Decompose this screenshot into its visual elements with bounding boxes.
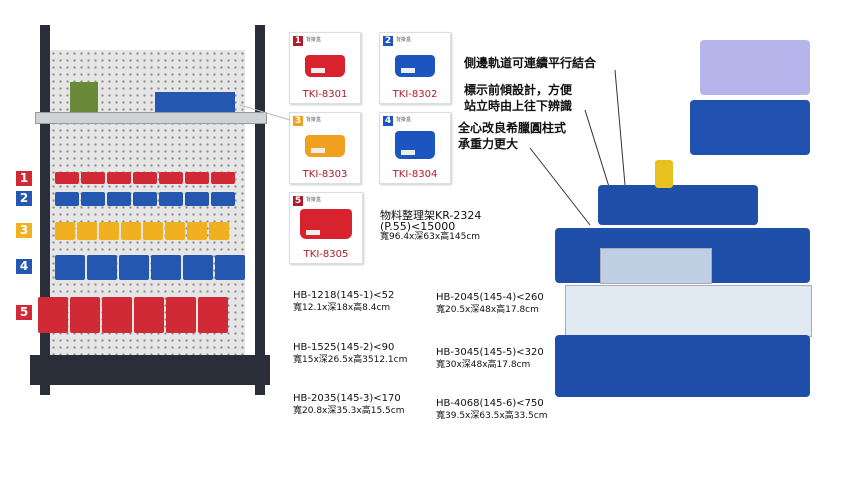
bin-image bbox=[305, 55, 345, 77]
model-size: 寬20.8x深35.3x高15.5cm bbox=[293, 406, 405, 416]
stack-bin-image bbox=[555, 335, 810, 397]
model-size: 寬30x深48x高17.8cm bbox=[436, 360, 531, 370]
bin-image bbox=[395, 55, 435, 77]
model-name: HB-1525(145-2)<90 bbox=[293, 342, 395, 353]
bin-code: TKI-8301 bbox=[302, 89, 348, 100]
callout-line: 標示前傾設計，方便 bbox=[464, 83, 573, 97]
rack-label-2: 2 bbox=[16, 191, 32, 206]
bin-type-label: 背掛盒 bbox=[306, 197, 322, 203]
rack-top-shelf bbox=[35, 112, 267, 124]
model-size: 寬12.1x深18x高8.4cm bbox=[293, 303, 391, 313]
bin-number: 5 bbox=[293, 196, 303, 206]
rack-label-3: 3 bbox=[16, 223, 32, 238]
model-size: 寬15x深26.5x高3512.1cm bbox=[293, 355, 408, 365]
stack-bin-image bbox=[700, 40, 810, 95]
rack-post-left bbox=[40, 25, 50, 395]
bin-card-tki-8305: 5 背掛盒 TKI-8305 bbox=[289, 192, 363, 264]
bin-number: 4 bbox=[383, 116, 393, 126]
bin-code: TKI-8305 bbox=[303, 249, 349, 260]
rack-product-name: 物料整理架KR-2324 bbox=[380, 209, 482, 222]
model-size: 寬20.5x深48x高17.8cm bbox=[436, 305, 539, 315]
bin-number: 1 bbox=[293, 36, 303, 46]
bin-type-label: 背掛盒 bbox=[306, 37, 322, 43]
bin-code: TKI-8302 bbox=[392, 89, 438, 100]
bin-image bbox=[305, 135, 345, 157]
callout-side-rail: 側邊軌道可連續平行結合 bbox=[464, 56, 597, 70]
model-spec: HB-1525(145-2)<90 寬15x深26.5x高3512.1cm bbox=[293, 342, 407, 366]
stack-bin-image bbox=[598, 185, 758, 225]
model-name: HB-2045(145-4)<260 bbox=[436, 292, 544, 303]
bin-image bbox=[395, 131, 435, 159]
bin-number: 3 bbox=[293, 116, 303, 126]
bin-number: 2 bbox=[383, 36, 393, 46]
model-spec: HB-1218(145-1)<52 寬12.1x深18x高8.4cm bbox=[293, 290, 394, 314]
callout-line: 承重力更大 bbox=[458, 137, 519, 151]
bin-type-label: 背掛盒 bbox=[396, 117, 412, 123]
model-spec: HB-2045(145-4)<260 寬20.5x深48x高17.8cm bbox=[436, 292, 544, 316]
bin-card-tki-8302: 2 背掛盒 TKI-8302 bbox=[379, 32, 451, 104]
model-name: HB-1218(145-1)<52 bbox=[293, 290, 395, 301]
model-name: HB-4068(145-6)<750 bbox=[436, 398, 544, 409]
bin-type-label: 背掛盒 bbox=[306, 117, 322, 123]
model-name: HB-2035(145-3)<170 bbox=[293, 393, 401, 404]
bin-card-tki-8304: 4 背掛盒 TKI-8304 bbox=[379, 112, 451, 184]
rack-base bbox=[30, 355, 270, 385]
rack-post-right bbox=[255, 25, 265, 395]
callout-label-tilt: 標示前傾設計，方便站立時由上往下辨識 bbox=[464, 82, 572, 114]
model-size: 寬39.5x深63.5x高33.5cm bbox=[436, 411, 548, 421]
clear-bin-image bbox=[600, 248, 712, 284]
callout-column: 全心改良希臘圓柱式承重力更大 bbox=[458, 120, 566, 152]
bin-type-label: 背掛盒 bbox=[396, 37, 412, 43]
rack-label-5: 5 bbox=[16, 305, 32, 320]
bin-card-tki-8303: 3 背掛盒 TKI-8303 bbox=[289, 112, 361, 184]
model-name: HB-3045(145-5)<320 bbox=[436, 347, 544, 358]
model-spec: HB-3045(145-5)<320 寬30x深48x高17.8cm bbox=[436, 347, 544, 371]
callout-line: 全心改良希臘圓柱式 bbox=[458, 121, 567, 135]
rack-label-4: 4 bbox=[16, 259, 32, 274]
bin-image bbox=[300, 209, 352, 239]
rack-product-info: 物料整理架KR-2324 (P.55)<15000 寬96.4x深63x高145… bbox=[380, 210, 481, 243]
rack-item bbox=[70, 82, 98, 112]
bin-card-tki-8301: 1 背掛盒 TKI-8301 bbox=[289, 32, 361, 104]
model-spec: HB-2035(145-3)<170 寬20.8x深35.3x高15.5cm bbox=[293, 393, 405, 417]
rack-product-price: (P.55)<15000 bbox=[380, 220, 456, 233]
rack-item bbox=[155, 92, 235, 112]
stack-bin-image bbox=[690, 100, 810, 155]
bin-code: TKI-8304 bbox=[392, 169, 438, 180]
model-spec: HB-4068(145-6)<750 寬39.5x深63.5x高33.5cm bbox=[436, 398, 548, 422]
rack-product-size: 寬96.4x深63x高145cm bbox=[380, 232, 481, 242]
callout-line: 站立時由上往下辨識 bbox=[464, 99, 573, 113]
oil-can-image bbox=[655, 160, 673, 188]
rack-label-1: 1 bbox=[16, 171, 32, 186]
bin-code: TKI-8303 bbox=[302, 169, 348, 180]
clear-bin-image bbox=[565, 285, 812, 337]
